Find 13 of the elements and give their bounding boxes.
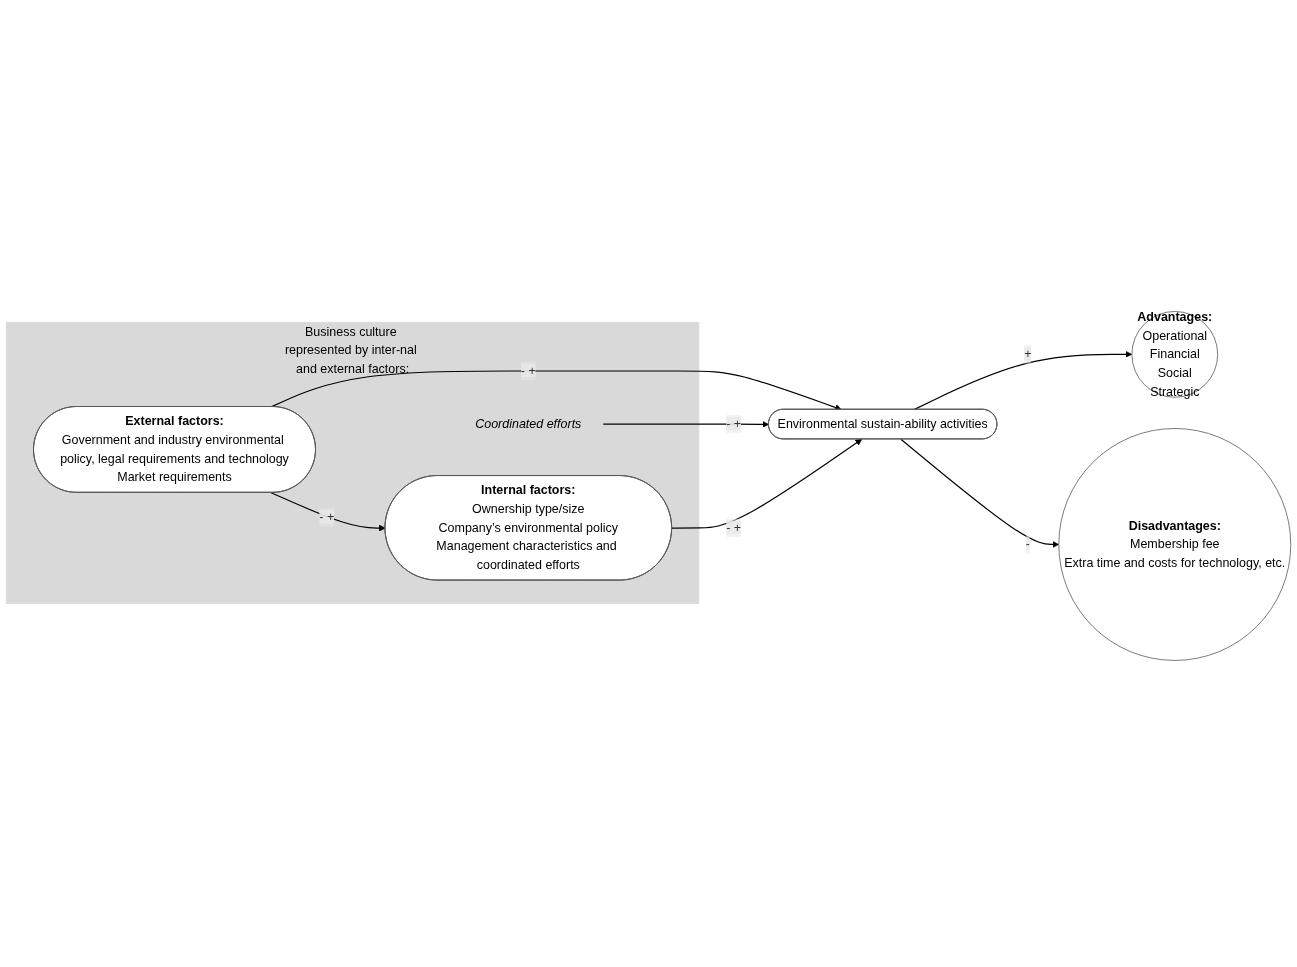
node-circle: Advantages: Operational Financial Social Strategic <box>1131 310 1219 398</box>
arrow <box>671 438 863 529</box>
edge-label: - <box>1025 536 1030 551</box>
arrow <box>602 420 770 428</box>
edge-label: + <box>1024 346 1032 361</box>
edge-label: - + <box>726 416 742 430</box>
edge-label: - + <box>319 509 335 524</box>
arrow <box>270 491 386 532</box>
node-text: Coordinated efforts <box>475 416 582 430</box>
edge-label: - + <box>726 520 742 534</box>
node-circle: Disadvantages: Membership fee Extra time and costs for technology, etc. <box>1058 427 1292 661</box>
arrow <box>900 438 1060 548</box>
edge-label: - + <box>520 363 536 377</box>
